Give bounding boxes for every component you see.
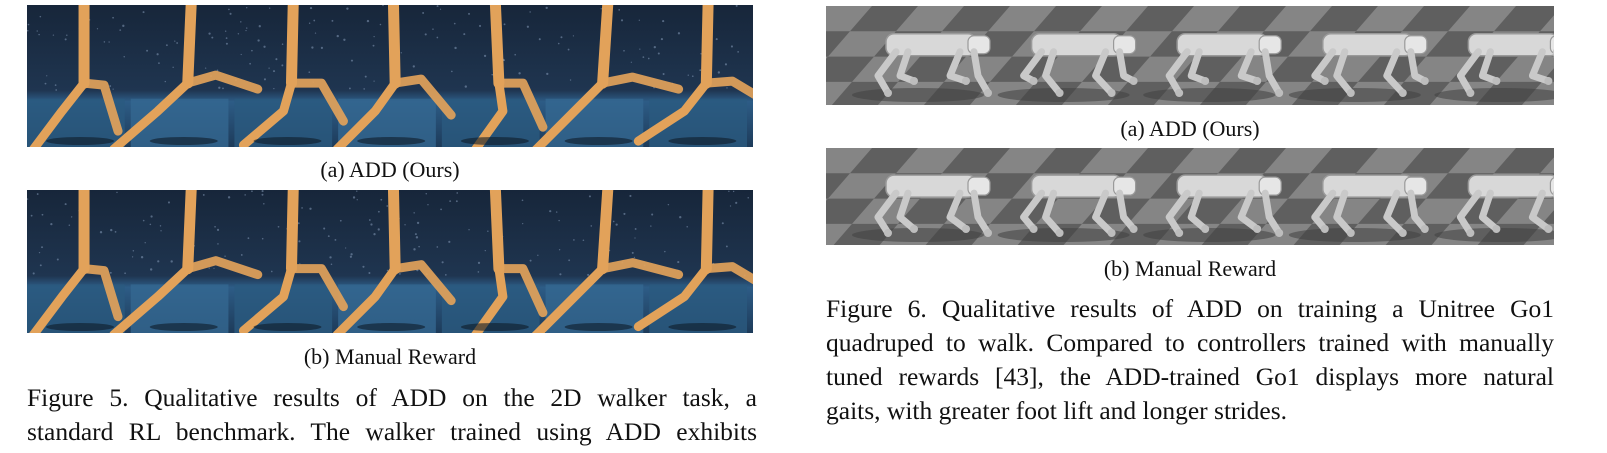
walker-figure bbox=[238, 5, 348, 147]
walker-strip-manual bbox=[27, 190, 753, 333]
walker-figure bbox=[109, 5, 263, 147]
walker-figure bbox=[531, 190, 684, 333]
caption-line: gaits, with greater foot lift and longer… bbox=[826, 396, 1288, 425]
walker-figure bbox=[633, 190, 753, 332]
right-panel-b-caption: (b) Manual Reward bbox=[1103, 256, 1277, 281]
figure-5-caption: Figure 5. Qualitative results of ADD on … bbox=[27, 381, 757, 449]
walker-strip-add bbox=[27, 5, 753, 147]
walker-figure bbox=[29, 190, 123, 333]
walker-figure bbox=[29, 5, 123, 147]
caption-line: standard RL benchmark. The walker traine… bbox=[27, 417, 757, 446]
caption-line: quadruped to walk. Compared to controlle… bbox=[826, 328, 1554, 357]
walker-figure bbox=[532, 5, 684, 147]
quadruped-robot bbox=[997, 32, 1138, 102]
figure-6-caption: Figure 6. Qualitative results of ADD on … bbox=[826, 292, 1554, 428]
quadruped-robot bbox=[997, 174, 1138, 242]
right-panel-a-caption: (a) ADD (Ours) bbox=[1120, 116, 1260, 141]
quadruped-robot bbox=[852, 32, 992, 102]
left-panel-a-caption: (a) ADD (Ours) bbox=[320, 157, 460, 182]
walker-figure bbox=[633, 5, 753, 146]
quadruped-robot bbox=[1143, 174, 1284, 242]
quadruped-robot bbox=[852, 174, 992, 242]
left-panel-b-caption: (b) Manual Reward bbox=[303, 344, 477, 369]
quadruped-robot bbox=[1434, 32, 1554, 102]
walker-figure bbox=[238, 190, 348, 333]
walker-figure bbox=[333, 5, 456, 147]
walker-figure bbox=[109, 190, 263, 333]
walker-figure bbox=[333, 190, 456, 333]
caption-line: tuned rewards [43], the ADD-trained Go1 … bbox=[826, 362, 1554, 391]
quadruped-robot bbox=[1143, 32, 1284, 102]
quadruped-robot bbox=[1434, 174, 1554, 242]
quadruped-strip-manual bbox=[826, 148, 1554, 245]
quadruped-robot bbox=[1288, 32, 1429, 102]
quadruped-strip-add bbox=[826, 6, 1554, 105]
caption-line: Figure 6. Qualitative results of ADD on … bbox=[826, 294, 1554, 323]
quadruped-robot bbox=[1288, 174, 1429, 242]
caption-line: Figure 5. Qualitative results of ADD on … bbox=[27, 383, 757, 412]
